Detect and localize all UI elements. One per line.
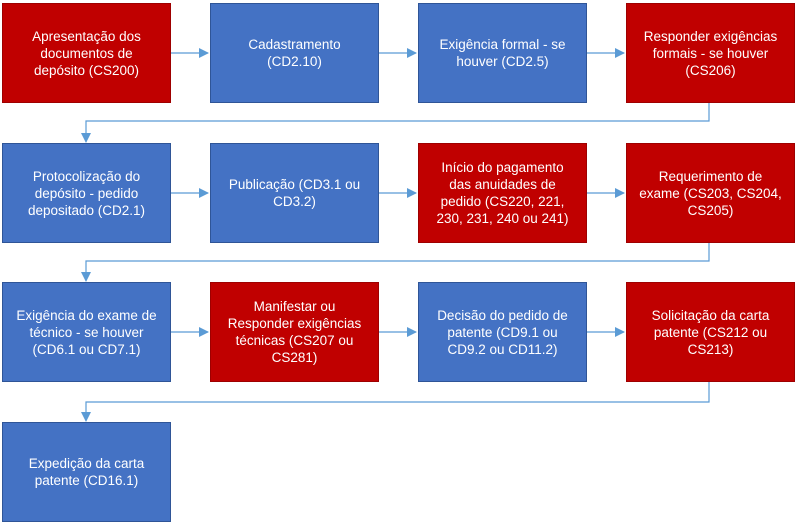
step-label: Publicação (CD3.1 ou CD3.2)	[228, 177, 361, 209]
step-label: Exigência formal - se houver (CD2.5)	[439, 37, 566, 69]
step-s9: Exigência do exame de técnico - se houve…	[2, 282, 171, 382]
step-label: Responder exigências formais - se houver…	[643, 28, 778, 78]
step-s13: Expedição da carta patente (CD16.1)	[2, 422, 171, 522]
step-s4: Responder exigências formais - se houver…	[626, 3, 795, 103]
step-label: Apresentação dos documentos de depósito …	[32, 28, 141, 78]
step-s1: Apresentação dos documentos de depósito …	[2, 3, 171, 103]
step-s6: Publicação (CD3.1 ou CD3.2)	[210, 143, 379, 243]
step-label: Requerimento de exame (CS203, CS204, CS2…	[639, 168, 782, 218]
step-label: Cadastramento (CD2.10)	[248, 37, 341, 69]
step-label: Solicitação da carta patente (CS212 ou C…	[651, 307, 770, 357]
arrow-s8-s9	[81, 243, 710, 282]
step-label: Decisão do pedido de patente (CD9.1 ou C…	[437, 307, 568, 357]
step-label: Exigência do exame de técnico - se houve…	[16, 307, 157, 357]
step-s8: Requerimento de exame (CS203, CS204, CS2…	[626, 143, 795, 243]
step-s12: Solicitação da carta patente (CS212 ou C…	[626, 282, 795, 382]
arrow-s12-s13	[81, 382, 710, 422]
arrow-s4-s5	[81, 103, 710, 143]
step-label: Expedição da carta patente (CD16.1)	[28, 456, 145, 488]
step-s3: Exigência formal - se houver (CD2.5)	[418, 3, 587, 103]
step-s11: Decisão do pedido de patente (CD9.1 ou C…	[418, 282, 587, 382]
step-label: Protocolização do depósito - pedido depo…	[27, 168, 146, 218]
step-s7: Início do pagamento das anuidades de ped…	[418, 143, 587, 243]
step-s2: Cadastramento (CD2.10)	[210, 3, 379, 103]
step-label: Início do pagamento das anuidades de ped…	[436, 160, 569, 226]
step-label: Manifestar ou Responder exigências técni…	[227, 299, 362, 365]
step-s10: Manifestar ou Responder exigências técni…	[210, 282, 379, 382]
step-s5: Protocolização do depósito - pedido depo…	[2, 143, 171, 243]
